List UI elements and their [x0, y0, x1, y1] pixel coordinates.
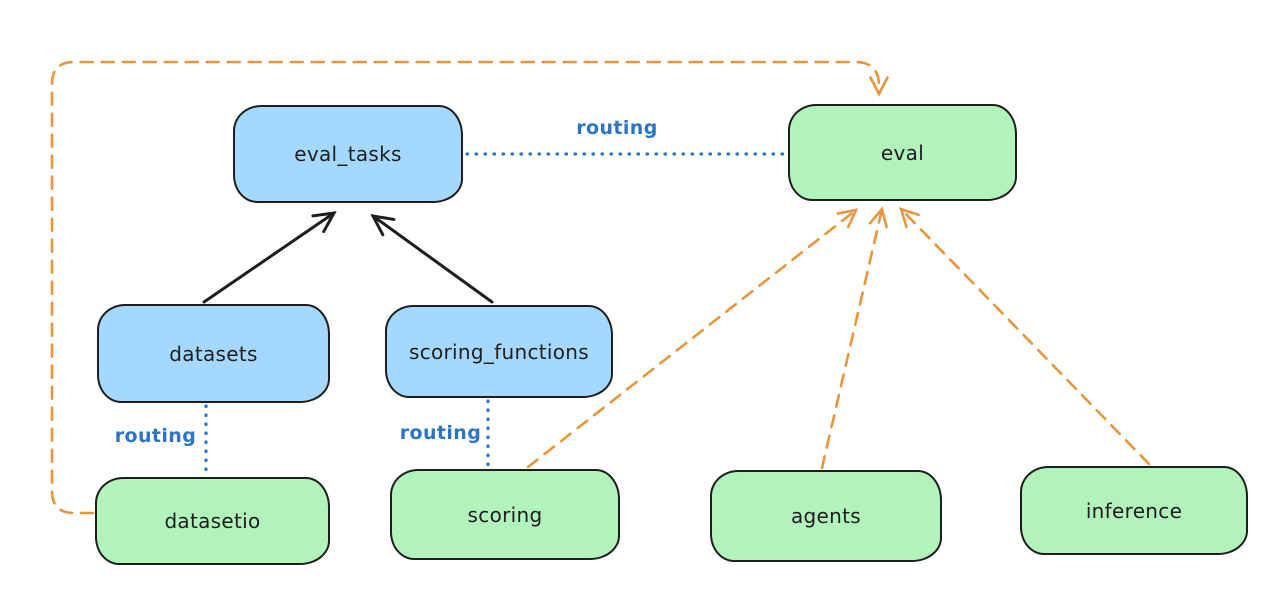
node-scoring-functions-label: scoring_functions — [408, 339, 590, 364]
node-datasets-label: datasets — [169, 341, 258, 366]
node-eval-tasks[interactable]: eval_tasks — [233, 105, 463, 203]
edge-agents-to-eval[interactable] — [820, 206, 888, 470]
node-scoring[interactable]: scoring — [390, 469, 620, 560]
node-datasetio-label: datasetio — [164, 509, 261, 533]
routing-label-eval-tasks-eval: routing — [576, 117, 658, 139]
node-inference-label: inference — [1085, 498, 1183, 523]
edge-inference-to-eval[interactable] — [899, 206, 1151, 466]
node-eval-tasks-label: eval_tasks — [294, 142, 402, 166]
node-eval-label: eval — [880, 140, 925, 165]
node-datasets[interactable]: datasets — [97, 304, 330, 403]
edge-scoring-functions-to-eval-tasks[interactable] — [370, 214, 494, 304]
node-scoring-label: scoring — [467, 502, 543, 527]
node-inference[interactable]: inference — [1020, 466, 1248, 555]
node-agents-label: agents — [791, 504, 861, 528]
edge-scoring-to-eval[interactable] — [526, 208, 859, 469]
node-scoring-functions[interactable]: scoring_functions — [385, 305, 613, 398]
node-eval[interactable]: eval — [788, 104, 1017, 201]
node-agents[interactable]: agents — [710, 470, 942, 562]
routing-label-datasets-datasetio: routing — [114, 425, 197, 447]
edge-datasets-to-eval-tasks[interactable] — [202, 211, 337, 304]
routing-label-scoring-functions-scoring: routing — [399, 422, 482, 444]
node-datasetio[interactable]: datasetio — [95, 477, 330, 565]
